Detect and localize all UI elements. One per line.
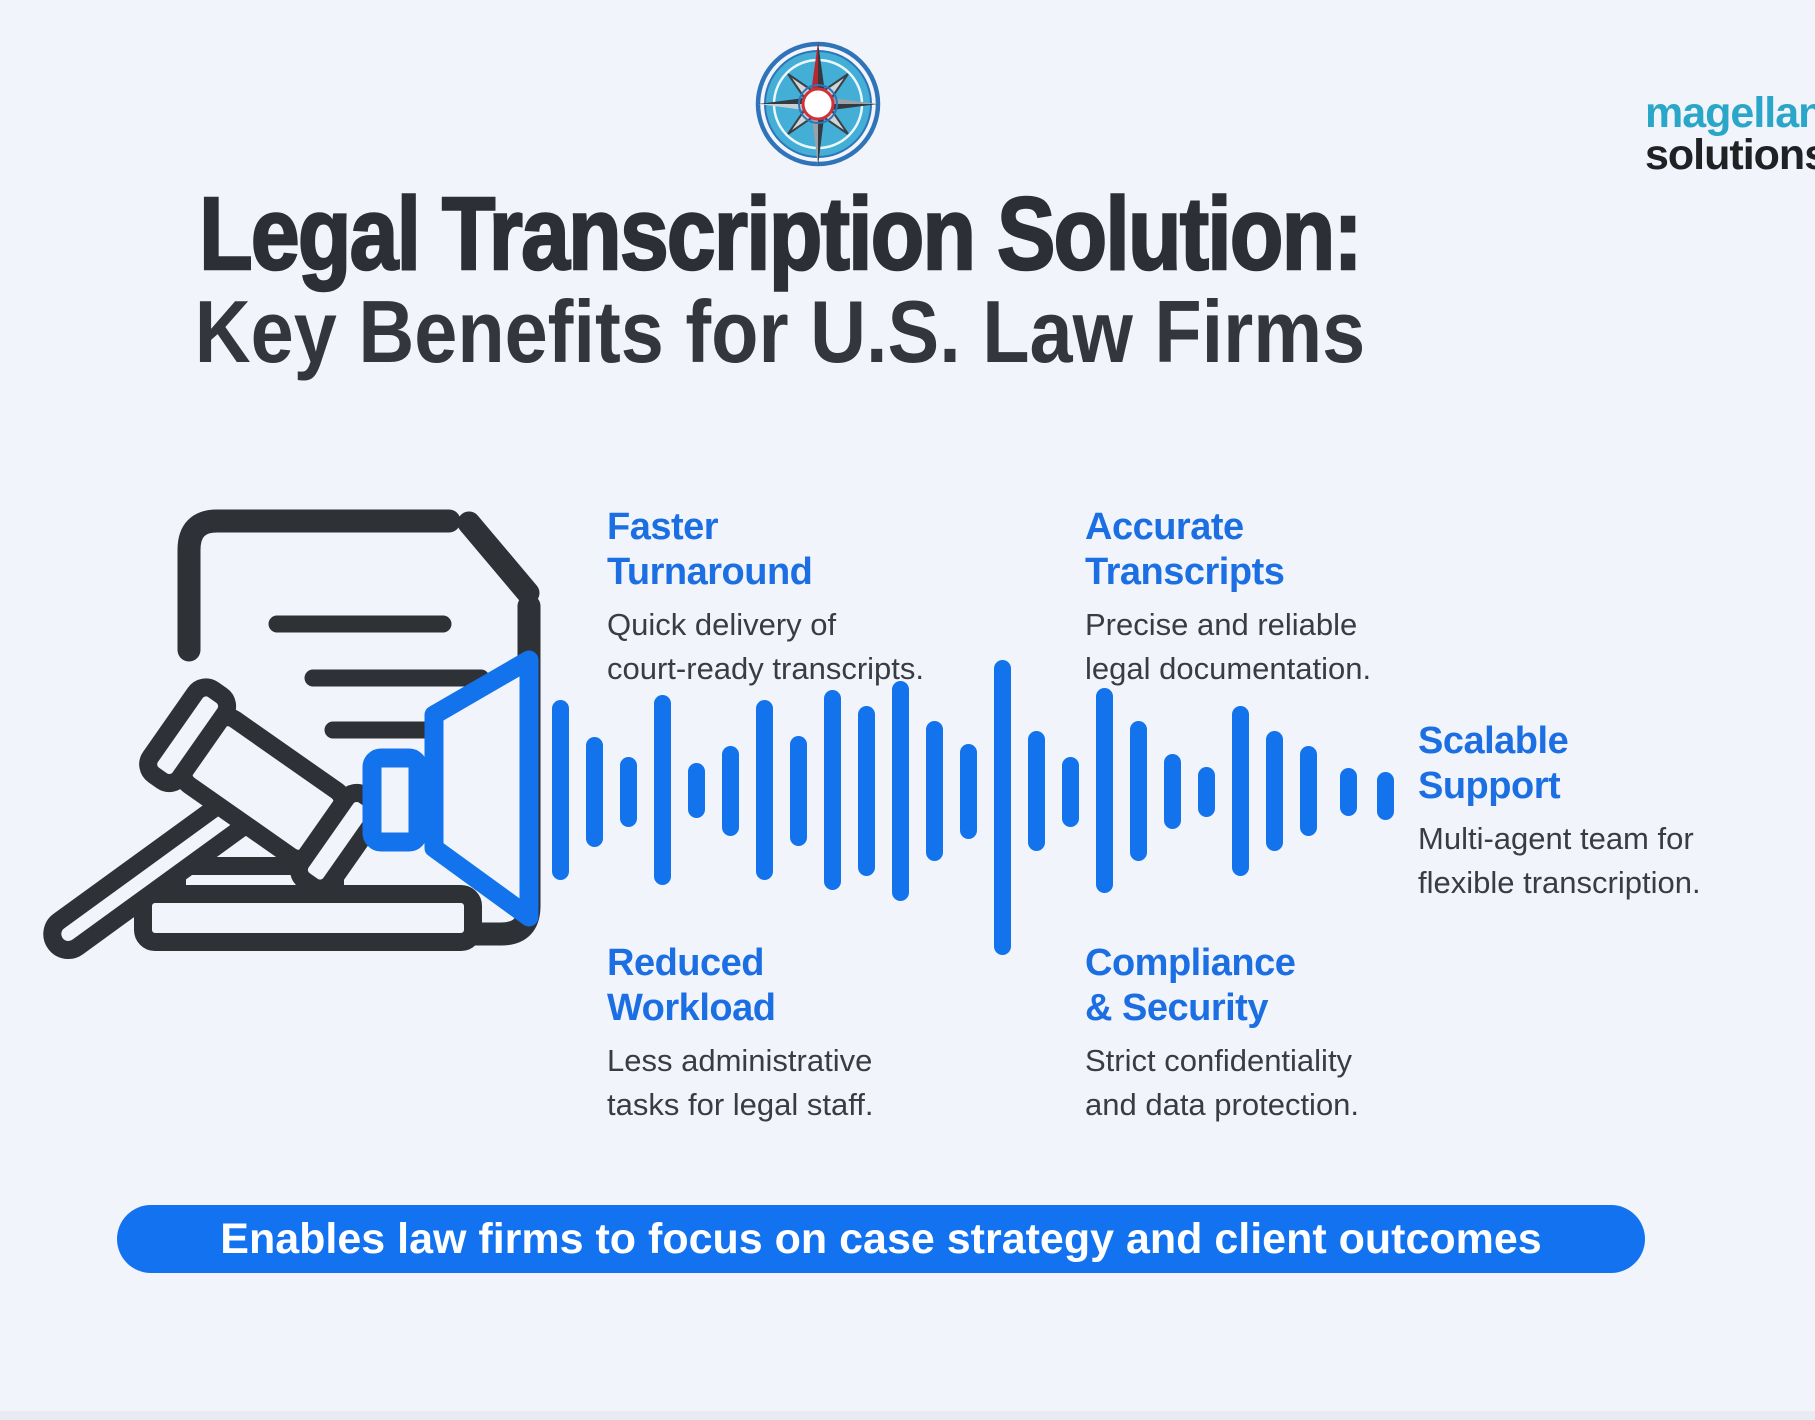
waveform-bar [755, 700, 773, 880]
benefit-desc-line: court-ready transcripts. [607, 651, 924, 686]
benefit-desc-line: legal documentation. [1085, 651, 1372, 686]
waveform-bar [823, 690, 841, 890]
waveform-bar [891, 681, 909, 901]
waveform-bar [1231, 706, 1249, 876]
waveform-bar [1095, 688, 1113, 893]
benefit-desc-line: tasks for legal staff. [607, 1087, 874, 1122]
waveform-bar [1197, 767, 1215, 817]
waveform-bar [789, 736, 807, 846]
waveform-bar [1163, 754, 1181, 829]
benefit-heading-line: & Security [1085, 987, 1268, 1029]
benefit-heading-line: Support [1418, 765, 1561, 807]
benefit-compliance-security: Compliance & Security Strict confidentia… [1085, 941, 1359, 1127]
compass-icon [755, 41, 881, 167]
benefit-desc-line: Strict confidentiality [1085, 1043, 1353, 1078]
benefit-heading-line: Reduced [607, 942, 764, 984]
banner-text: Enables law firms to focus on case strat… [220, 1215, 1542, 1263]
footer-strip [0, 1411, 1815, 1420]
gavel-document-illustration [43, 509, 541, 960]
benefit-desc-line: Multi-agent team for [1418, 821, 1694, 856]
brand-name-bottom: solutions [1645, 131, 1815, 179]
waveform-bar [959, 744, 977, 839]
waveform-bar [619, 757, 637, 827]
benefit-desc-line: Precise and reliable [1085, 607, 1358, 642]
benefit-desc-line: and data protection. [1085, 1087, 1360, 1122]
title-line-1: Legal Transcription Solution: [198, 176, 1364, 291]
waveform-bar [1299, 746, 1317, 836]
waveform-bar [585, 737, 603, 847]
waveform-bar [653, 695, 671, 885]
benefit-heading-line: Workload [607, 987, 776, 1029]
benefit-reduced-workload: Reduced Workload Less administrative tas… [607, 941, 874, 1127]
waveform-bar [993, 660, 1011, 955]
benefit-heading-line: Transcripts [1085, 551, 1285, 593]
benefit-heading-line: Compliance [1085, 942, 1296, 984]
benefit-heading-line: Accurate [1085, 506, 1244, 548]
waveform-bar [721, 746, 739, 836]
bottom-banner: Enables law firms to focus on case strat… [117, 1205, 1645, 1273]
title-line-2: Key Benefits for U.S. Law Firms [194, 282, 1366, 381]
benefit-scalable-support: Scalable Support Multi-agent team for fl… [1418, 719, 1701, 905]
benefit-heading-line: Scalable [1418, 720, 1569, 762]
waveform-bar [1129, 721, 1147, 861]
waveform-bar [1265, 731, 1283, 851]
page-title: Legal Transcription Solution: Key Benefi… [0, 176, 1560, 381]
waveform-bar [1376, 772, 1394, 820]
benefit-desc-line: Less administrative [607, 1043, 873, 1078]
gavel-icon [43, 678, 482, 960]
waveform-bar [857, 706, 875, 876]
benefit-faster-turnaround: Faster Turnaround Quick delivery of cour… [607, 505, 924, 691]
waveform-bar [1027, 731, 1045, 851]
benefit-desc-line: Quick delivery of [607, 607, 837, 642]
benefit-heading-line: Turnaround [607, 551, 813, 593]
waveform-bar [1339, 768, 1357, 816]
benefit-heading-line: Faster [607, 506, 719, 548]
benefit-desc-line: flexible transcription. [1418, 865, 1701, 900]
brand-name-top: magellan [1645, 89, 1815, 137]
waveform-bar [687, 763, 705, 818]
brand-logo: magellan solutions [752, 38, 1815, 177]
benefit-accurate-transcripts: Accurate Transcripts Precise and reliabl… [1085, 505, 1371, 691]
waveform-bar [925, 721, 943, 861]
speaker-icon [362, 650, 539, 927]
waveform-bar [1061, 757, 1079, 827]
